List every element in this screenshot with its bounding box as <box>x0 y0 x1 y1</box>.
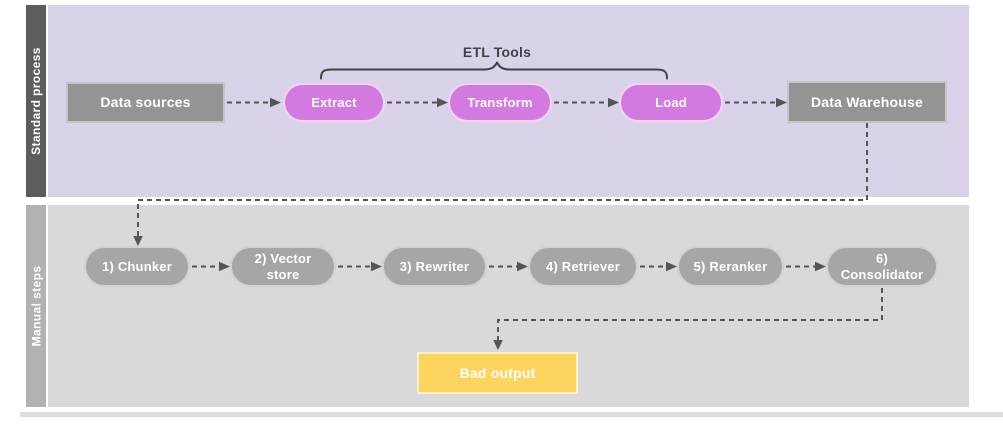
connector-retriever-reranker <box>640 261 677 272</box>
connector-rewriter-retriever <box>489 261 528 272</box>
node-data-warehouse: Data Warehouse <box>787 81 947 123</box>
connector-load-warehouse <box>725 97 787 108</box>
connector-vectorstore-rewriter <box>338 261 382 272</box>
connector-reranker-consolidator <box>786 261 826 272</box>
connector-transform-load <box>554 97 619 108</box>
node-transform: Transform <box>448 83 552 122</box>
connector-datasources-extract <box>227 97 281 108</box>
node-reranker: 5) Reranker <box>677 246 784 287</box>
node-retriever: 4) Retriever <box>528 246 638 287</box>
connector-warehouse-chunker <box>133 123 868 246</box>
etl-tools-brace <box>320 61 668 80</box>
lane-bar-standard-process: Standard process <box>26 5 46 197</box>
bottom-lane-divider <box>20 412 1003 417</box>
node-consolidator: 6) Consolidator <box>826 246 938 287</box>
connector-extract-transform <box>387 97 448 108</box>
connector-consolidator-badoutput <box>493 288 883 350</box>
node-rewriter: 3) Rewriter <box>382 246 487 287</box>
node-vector-store: 2) Vector store <box>230 246 336 287</box>
node-extract: Extract <box>283 83 385 122</box>
node-data-sources: Data sources <box>66 82 225 123</box>
etl-tools-label: ETL Tools <box>462 44 532 60</box>
connector-chunker-vectorstore <box>192 261 230 272</box>
node-bad-output: Bad output <box>417 352 578 394</box>
lane-bar-manual-steps: Manual steps <box>26 205 46 407</box>
node-load: Load <box>619 83 723 122</box>
node-chunker: 1) Chunker <box>84 246 190 287</box>
